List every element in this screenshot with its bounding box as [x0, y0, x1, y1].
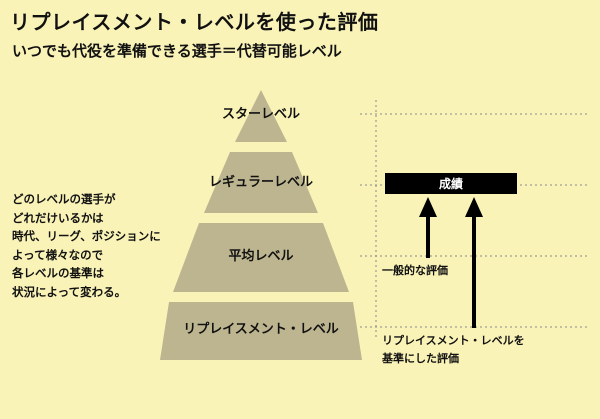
- page-title: リプレイスメント・レベルを使った評価: [10, 10, 379, 34]
- note-line: よって様々なので: [12, 247, 104, 262]
- arrow-average-head: [419, 197, 437, 217]
- arrow-label-replacement: リプレイスメント・レベルを 基準にした評価: [382, 334, 525, 365]
- note-line: どのレベルの選手が: [12, 192, 116, 206]
- note-line: 各レベルの基準は: [12, 266, 104, 280]
- pyramid-tier-average: [173, 223, 349, 292]
- note-line: どれだけいるかは: [12, 210, 104, 225]
- side-note: どのレベルの選手が どれだけいるかは 時代、リーグ、ポジションに よって様々なの…: [12, 190, 192, 301]
- level-label-replacement: リプレイスメント・レベル: [183, 322, 339, 337]
- page-subtitle: いつでも代役を準備できる選手＝代替可能レベル: [12, 42, 342, 60]
- pyramid-tier-replacement: [160, 302, 362, 360]
- result-box-label: 成績: [439, 176, 463, 191]
- result-box: [385, 173, 517, 194]
- pyramid-tier-regular: [204, 152, 318, 213]
- level-label-regular: レギュラーレベル: [209, 174, 313, 190]
- level-label-star: スターレベル: [222, 107, 300, 122]
- level-label-average: 平均レベル: [228, 248, 293, 264]
- note-line: 状況によって変わる。: [12, 284, 127, 299]
- arrow-label-average: 一般的な評価: [382, 264, 448, 277]
- pyramid-tier-star: [235, 90, 287, 142]
- arrow-replacement-head: [465, 197, 483, 217]
- note-line: 時代、リーグ、ポジションに: [12, 229, 161, 243]
